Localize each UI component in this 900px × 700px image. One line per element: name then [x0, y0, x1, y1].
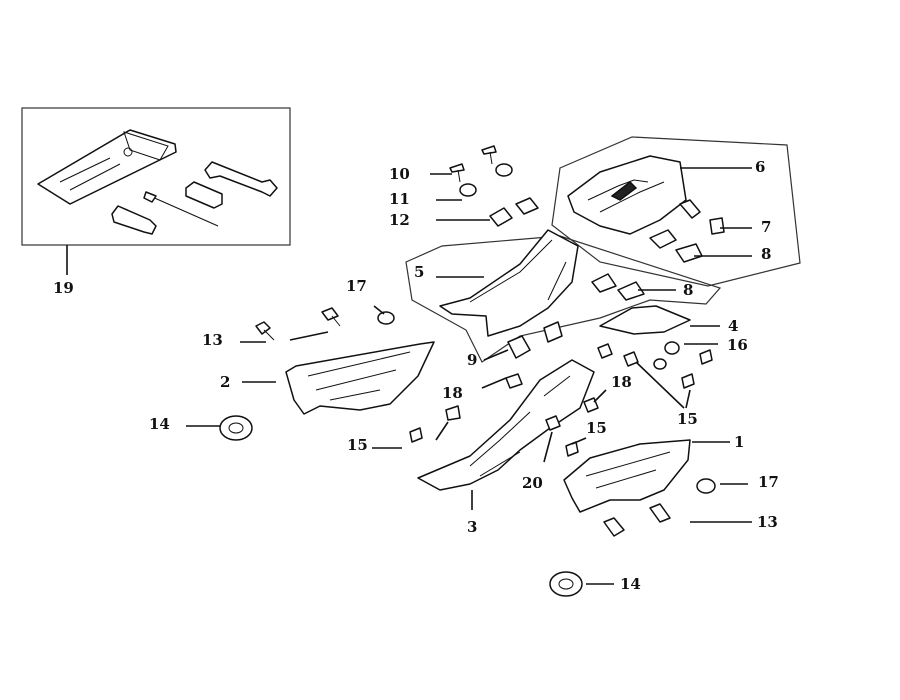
tool-kit-frame [21, 107, 291, 246]
callout-12: 12 [389, 211, 410, 229]
bolt-15g [699, 349, 713, 365]
rider-seat [439, 229, 579, 337]
washer-16 [664, 341, 680, 355]
callout-15-right: 15 [677, 410, 698, 428]
wrench-tool [204, 161, 278, 197]
bolt-15a [409, 427, 423, 443]
callout-17-left: 17 [346, 277, 367, 295]
leader-lines [186, 167, 752, 585]
callout-13-left: 13 [202, 331, 223, 349]
callout-8-mid: 8 [683, 281, 693, 299]
screw-10a [449, 163, 465, 173]
bolt-15b [445, 405, 461, 421]
side-cover-left [285, 341, 435, 415]
grommet-14a [219, 415, 253, 441]
seat-cowl-frame [551, 136, 801, 287]
callout-8-right: 8 [761, 245, 771, 263]
grommet-12a [489, 207, 513, 227]
pin-13d [649, 503, 671, 523]
callout-20: 20 [522, 474, 543, 492]
callout-10: 10 [389, 165, 410, 183]
callout-18-right: 18 [611, 373, 632, 391]
grommet-17b [696, 478, 716, 494]
callout-9: 9 [467, 351, 477, 369]
screw-10b [481, 145, 497, 155]
screwdriver-handle [111, 205, 157, 235]
bumper-9b [543, 321, 563, 343]
side-cover-right [563, 439, 691, 513]
callout-19: 19 [53, 279, 74, 297]
callout-15-center: 15 [586, 419, 607, 437]
tool-pouch [37, 129, 177, 205]
grommet-12b [515, 197, 539, 215]
callout-14-right: 14 [620, 575, 641, 593]
callout-1: 1 [734, 433, 744, 451]
callout-17-right: 17 [758, 473, 779, 491]
bracket-8-mid [591, 273, 645, 301]
callout-6: 6 [755, 158, 765, 176]
pin-13c [603, 517, 625, 537]
callout-2: 2 [220, 373, 230, 391]
washer-11a [459, 183, 477, 197]
knob-7 [679, 199, 701, 219]
bolt-15c [565, 441, 579, 457]
grommet-17a [377, 311, 395, 325]
callout-5: 5 [414, 263, 424, 281]
callout-14-left: 14 [149, 415, 170, 433]
bolt-15d [597, 343, 613, 359]
bracket-4 [599, 305, 691, 335]
pin-13a [255, 321, 271, 335]
callout-3: 3 [467, 518, 477, 536]
seat-frame [405, 235, 722, 363]
bolt-15f [681, 373, 695, 389]
tool-kit-group [21, 107, 291, 246]
rear-fender [417, 359, 595, 491]
grommet-14b [549, 571, 583, 597]
callout-7: 7 [761, 218, 771, 236]
screwdriver-bit [149, 195, 219, 227]
callout-16: 16 [727, 336, 748, 354]
clip-18a [505, 373, 523, 389]
washer-11b [495, 163, 513, 177]
pin-13b [321, 307, 339, 321]
bumper-9a [507, 335, 531, 359]
socket-tool [185, 181, 223, 209]
bolt-15e [623, 351, 639, 367]
nut-20 [545, 415, 561, 431]
callout-13-right: 13 [757, 513, 778, 531]
callout-4: 4 [728, 317, 738, 335]
bracket-8-right [649, 229, 703, 263]
callout-18-left: 18 [442, 384, 463, 402]
callout-11: 11 [389, 190, 410, 208]
callout-15-left: 15 [347, 436, 368, 454]
